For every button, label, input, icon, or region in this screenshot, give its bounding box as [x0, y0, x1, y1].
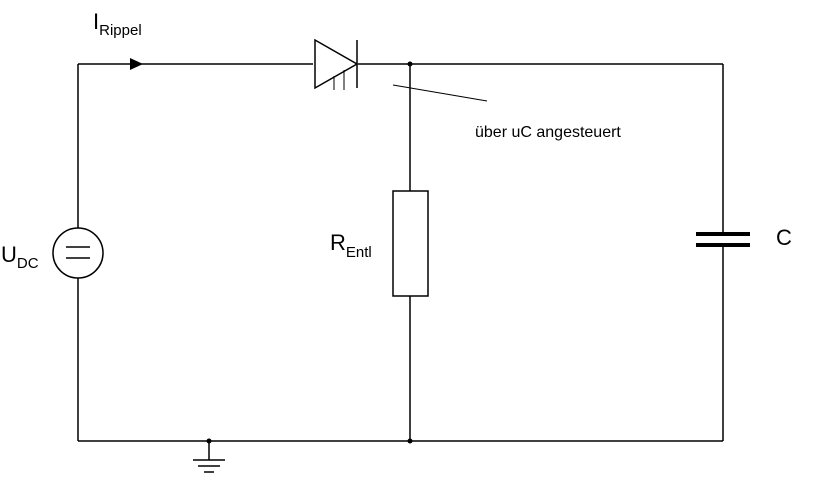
capacitor-icon — [696, 232, 750, 247]
thyristor-icon — [314, 38, 359, 90]
current-label: IRippel — [93, 9, 142, 39]
ground-icon — [193, 441, 225, 473]
capacitor-label: C — [776, 225, 792, 250]
source-label-main: U — [1, 242, 17, 267]
source-label: UDC — [1, 242, 39, 272]
resistor-icon — [392, 190, 429, 297]
current-arrow-icon — [130, 58, 143, 70]
wires — [77, 63, 724, 442]
source-label-sub: DC — [17, 255, 39, 272]
current-label-main: I — [93, 9, 99, 34]
dc-voltage-source-icon — [52, 227, 104, 279]
annotation-leader-line — [392, 84, 488, 102]
annotation-text: über uC angesteuert — [475, 124, 621, 141]
resistor-label-sub: Entl — [346, 244, 372, 261]
resistor-label-main: R — [330, 230, 346, 255]
resistor-label: REntl — [330, 230, 372, 261]
current-label-sub: Rippel — [99, 22, 142, 39]
junction-top — [407, 61, 413, 67]
junction-bottom-mid — [407, 438, 413, 444]
